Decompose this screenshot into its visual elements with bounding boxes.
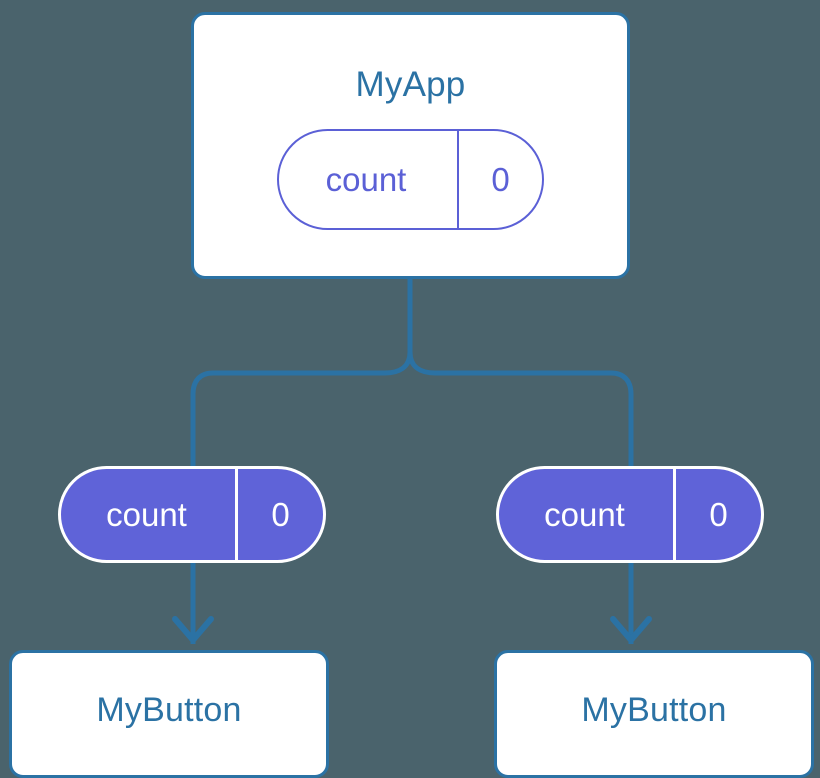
state-pill-child-right[interactable]: count 0 [496, 466, 764, 563]
state-pill-root[interactable]: count 0 [277, 129, 544, 230]
state-key-child-right: count [499, 469, 676, 560]
component-title-mybutton-right: MyButton [581, 691, 727, 729]
edge-fork-left [190, 351, 413, 466]
arrowhead-right-icon [610, 616, 652, 643]
state-pill-child-left[interactable]: count 0 [58, 466, 326, 563]
edge-fork-right [407, 351, 634, 466]
state-value-child-right: 0 [709, 495, 728, 533]
state-value-child-left: 0 [271, 495, 290, 533]
component-title-myapp: MyApp [355, 65, 466, 104]
arrowhead-left-icon [172, 616, 214, 643]
component-box-mybutton-left[interactable]: MyButton [9, 650, 329, 778]
component-title-mybutton-left: MyButton [96, 691, 242, 729]
state-key-root: count [279, 131, 459, 228]
state-key-child-left: count [61, 469, 238, 560]
component-box-mybutton-right[interactable]: MyButton [494, 650, 814, 778]
state-value-root: 0 [491, 160, 510, 198]
